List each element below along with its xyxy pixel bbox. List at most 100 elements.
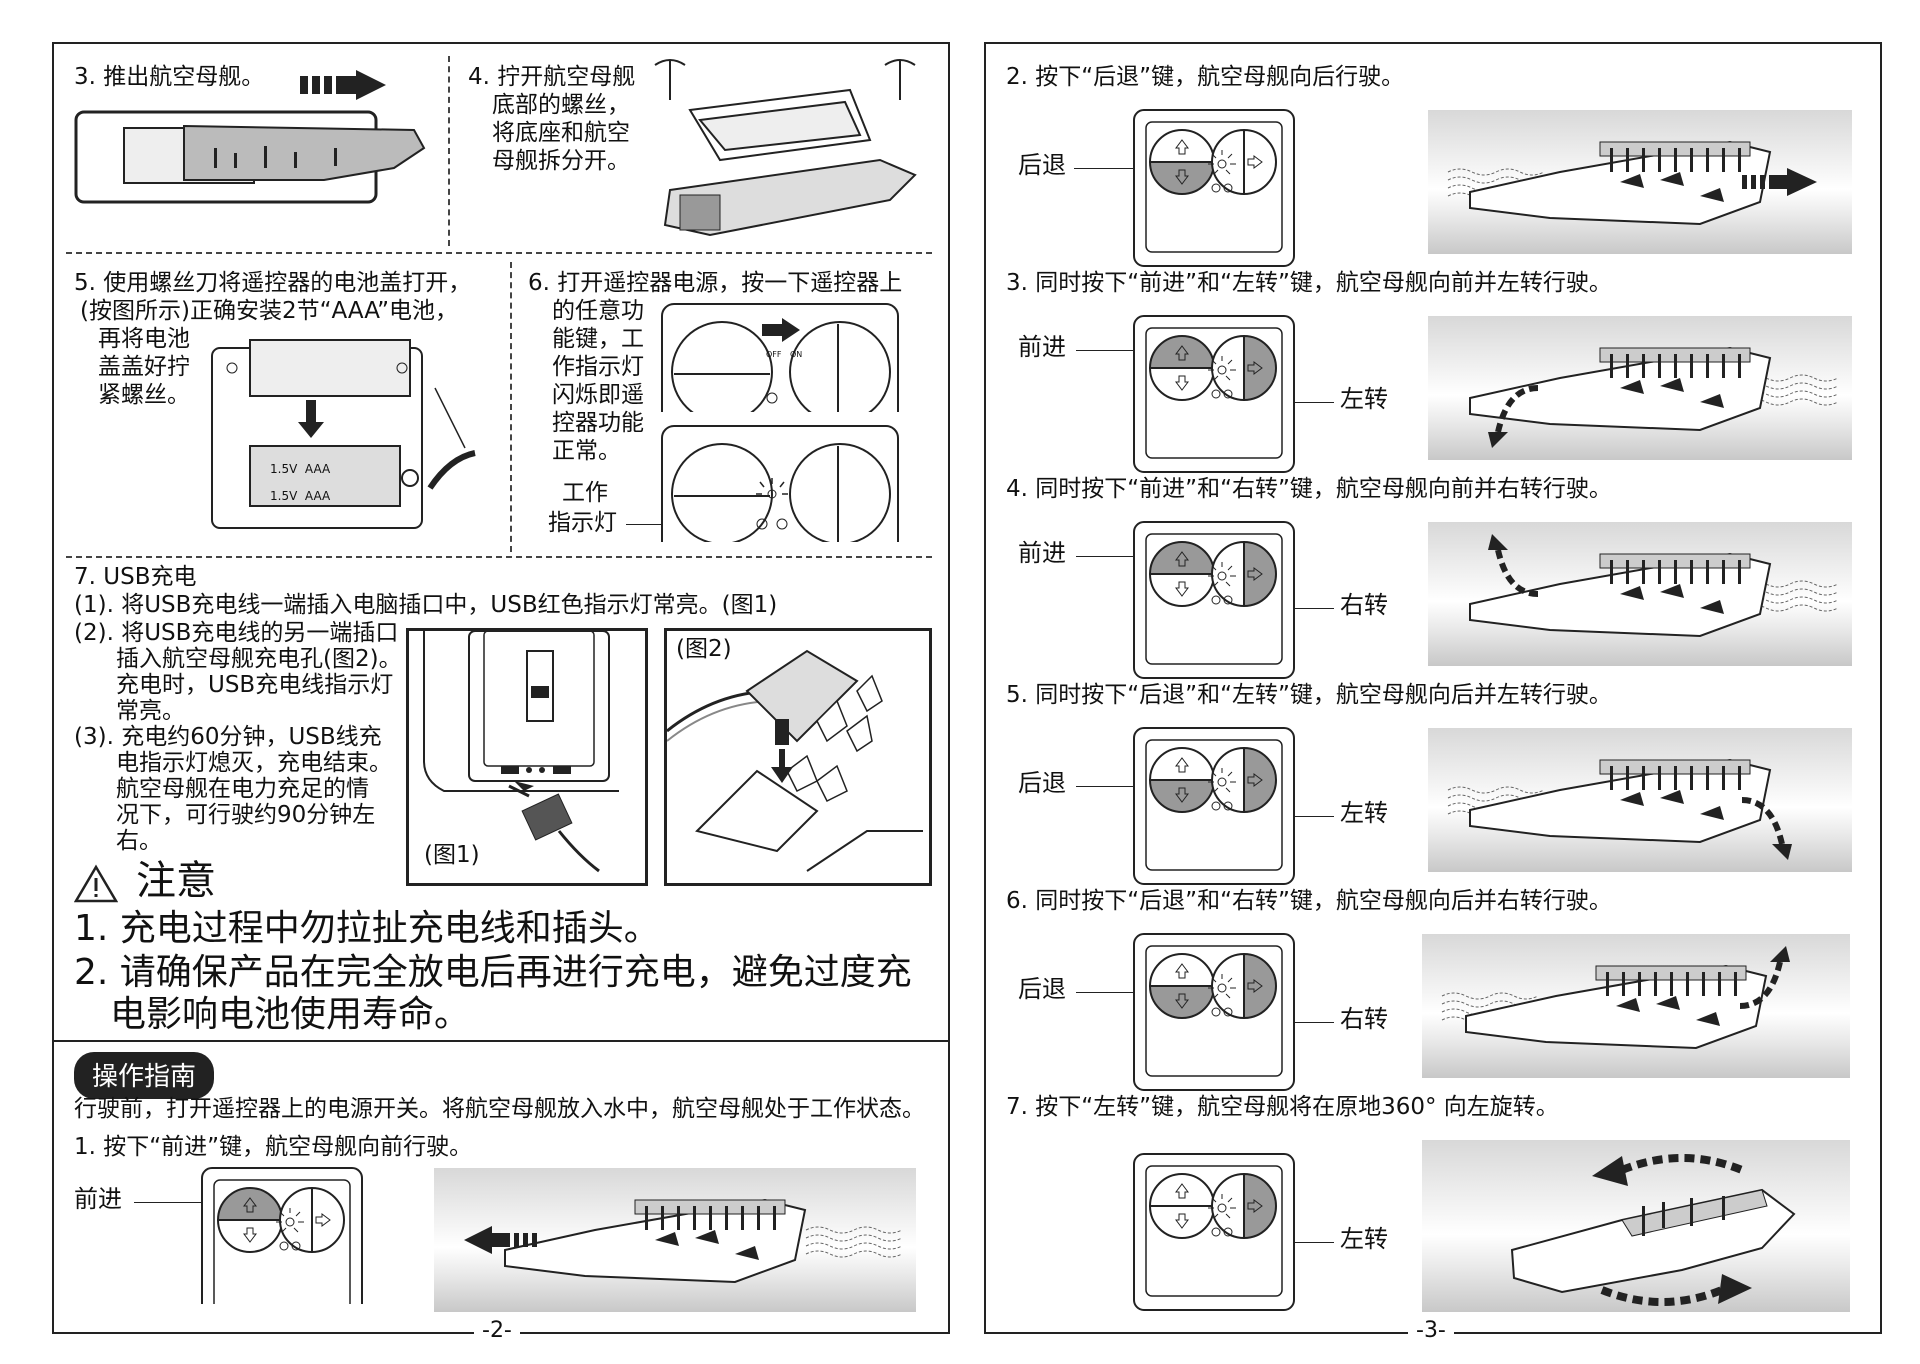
indicator-label-2: 指示灯 bbox=[548, 510, 617, 536]
leader-line bbox=[1074, 168, 1150, 169]
figure-2-label: (图2) bbox=[676, 636, 732, 662]
disassembly-illustration bbox=[654, 59, 917, 237]
remote-forward-left-illustration bbox=[1133, 315, 1295, 473]
remote-off-label: OFF bbox=[766, 350, 782, 359]
step-forward-right-text: 4. 同时按下“前进”和“右转”键，航空母舰向前并右转行驶。 bbox=[1006, 476, 1612, 502]
left-label-1: 左转 bbox=[1340, 385, 1388, 413]
right-label-2: 右转 bbox=[1340, 1005, 1388, 1033]
step6-line7: 正常。 bbox=[552, 438, 621, 464]
step5-line4: 盖盖好拧 bbox=[98, 354, 190, 380]
carrier-back-left-illustration bbox=[1447, 758, 1792, 860]
step3-text: 3. 推出航空母舰。 bbox=[74, 64, 265, 90]
guide-title-badge: 操作指南 bbox=[74, 1052, 215, 1099]
left-label-3: 左转 bbox=[1340, 1225, 1388, 1253]
step-back-right-text: 6. 同时按下“后退”和“右转”键，航空母舰向后并右转行驶。 bbox=[1006, 888, 1612, 914]
step5-line3: 再将电池 bbox=[98, 326, 190, 352]
step5-line5: 紧螺丝。 bbox=[98, 382, 190, 408]
forward-label-3: 前进 bbox=[1018, 539, 1066, 567]
step7-2-line1: (2). 将USB充电线的另一端插口 bbox=[74, 620, 399, 646]
remote-on-label: ON bbox=[790, 350, 803, 359]
step6-line3: 能键，工 bbox=[552, 326, 644, 352]
leader-line bbox=[1076, 556, 1150, 557]
left-label-2: 左转 bbox=[1340, 799, 1388, 827]
usb-carrier-port-illustration bbox=[667, 649, 923, 872]
leader-line bbox=[1260, 608, 1334, 609]
step4-line4: 母舰拆分开。 bbox=[492, 148, 630, 174]
remote-power-on-illustration bbox=[661, 303, 899, 412]
step6-line2: 的任意功 bbox=[552, 298, 644, 324]
leader-line bbox=[1260, 1242, 1334, 1243]
leader-line bbox=[1076, 786, 1150, 787]
remote-back-illustration bbox=[1133, 109, 1295, 267]
page-number: -3- bbox=[1408, 1318, 1454, 1343]
page-number: -2- bbox=[474, 1318, 520, 1343]
remote-forward-illustration bbox=[201, 1167, 363, 1304]
carrier-back-right-illustration bbox=[1441, 946, 1790, 1050]
remote-back-left-illustration bbox=[1133, 727, 1295, 885]
notice-2a: 2. 请确保产品在完全放电后再进行充电，避免过度充 bbox=[74, 952, 912, 993]
battery-label-1: 1.5V AAA bbox=[270, 462, 331, 476]
carrier-spin-illustration bbox=[1510, 1154, 1796, 1306]
step7-1: (1). 将USB充电线一端插入电脑插口中，USB红色指示灯常亮。(图1) bbox=[74, 592, 778, 618]
divider bbox=[448, 56, 450, 246]
battery-install-illustration bbox=[211, 339, 476, 529]
leader-line bbox=[1260, 1022, 1334, 1023]
forward-label: 前进 bbox=[74, 1185, 122, 1213]
back-label-3: 后退 bbox=[1018, 975, 1066, 1003]
step7-3-line5: 右。 bbox=[116, 828, 162, 854]
step4-line2: 底部的螺丝， bbox=[492, 92, 630, 118]
step7-3-line3: 航空母舰在电力充足的情 bbox=[116, 776, 369, 802]
guide-1: 1. 按下“前进”键，航空母舰向前行驶。 bbox=[74, 1134, 473, 1160]
guide-intro: 行驶前，打开遥控器上的电源开关。将航空母舰放入水中，航空母舰处于工作状态。 bbox=[74, 1096, 925, 1122]
step7-2-line2: 插入航空母舰充电孔(图2)。 bbox=[116, 646, 402, 672]
push-arrow-icon bbox=[300, 70, 386, 100]
notice-2b: 电影响电池使用寿命。 bbox=[110, 994, 471, 1035]
figure-2-frame bbox=[664, 628, 932, 886]
leader-line bbox=[1076, 350, 1150, 351]
step7-3-line4: 况下，可行驶约90分钟左 bbox=[116, 802, 376, 828]
divider bbox=[510, 262, 512, 552]
step-spin-left-text: 7. 按下“左转”键，航空母舰将在原地360° 向左旋转。 bbox=[1006, 1094, 1559, 1120]
notice-1: 1. 充电过程中勿拉扯充电线和插头。 bbox=[74, 908, 660, 949]
back-label-2: 后退 bbox=[1018, 769, 1066, 797]
carrier-forward-right-illustration bbox=[1469, 534, 1839, 638]
carrier-forward-left-illustration bbox=[1469, 346, 1839, 448]
remote-indicator-illustration bbox=[661, 425, 899, 542]
step-back-left-text: 5. 同时按下“后退”和“左转”键，航空母舰向后并左转行驶。 bbox=[1006, 682, 1612, 708]
leader-line bbox=[1076, 992, 1150, 993]
step4-line3: 将底座和航空 bbox=[492, 120, 630, 146]
section-rule bbox=[52, 1040, 948, 1042]
step7-3-line2: 电指示灯熄灭，充电结束。 bbox=[116, 750, 392, 776]
step4-line1: 4. 拧开航空母舰 bbox=[468, 64, 636, 90]
notice-title: 注意 bbox=[136, 858, 216, 904]
carrier-forward-illustration bbox=[464, 1198, 903, 1284]
figure-1-label: (图1) bbox=[424, 842, 480, 868]
leader-line bbox=[1260, 402, 1334, 403]
step5-line1: 5. 使用螺丝刀将遥控器的电池盖打开， bbox=[74, 270, 472, 296]
step-forward-left-text: 3. 同时按下“前进”和“左转”键，航空母舰向前并左转行驶。 bbox=[1006, 270, 1612, 296]
remote-forward-right-illustration bbox=[1133, 521, 1295, 679]
divider bbox=[66, 252, 932, 254]
remote-back-right-illustration bbox=[1133, 933, 1295, 1091]
right-label-1: 右转 bbox=[1340, 591, 1388, 619]
step6-line6: 控器功能 bbox=[552, 410, 644, 436]
step5-line2: (按图所示)正确安装2节“AAA”电池， bbox=[80, 298, 459, 324]
forward-label-2: 前进 bbox=[1018, 333, 1066, 361]
battery-label-2: 1.5V AAA bbox=[270, 489, 331, 503]
leader-line bbox=[134, 1202, 222, 1203]
step-back-text: 2. 按下“后退”键，航空母舰向后行驶。 bbox=[1006, 64, 1405, 90]
step7-2-line4: 常亮。 bbox=[116, 698, 185, 724]
step6-line4: 作指示灯 bbox=[552, 354, 644, 380]
back-label-1: 后退 bbox=[1018, 151, 1066, 179]
remote-spin-left-illustration bbox=[1133, 1153, 1295, 1311]
step7-2-line3: 充电时，USB充电线指示灯 bbox=[116, 672, 394, 698]
step7-3-line1: (3). 充电约60分钟，USB线充 bbox=[74, 724, 382, 750]
carrier-back-illustration bbox=[1447, 140, 1817, 226]
usb-computer-port-illustration bbox=[423, 631, 619, 873]
carrier-push-illustration bbox=[74, 110, 426, 204]
step7-title: 7. USB充电 bbox=[74, 564, 197, 590]
warning-icon bbox=[74, 864, 118, 903]
indicator-label-1: 工作 bbox=[562, 480, 608, 506]
step6-line5: 闪烁即遥 bbox=[552, 382, 644, 408]
step6-line1: 6. 打开遥控器电源，按一下遥控器上 bbox=[528, 270, 903, 296]
